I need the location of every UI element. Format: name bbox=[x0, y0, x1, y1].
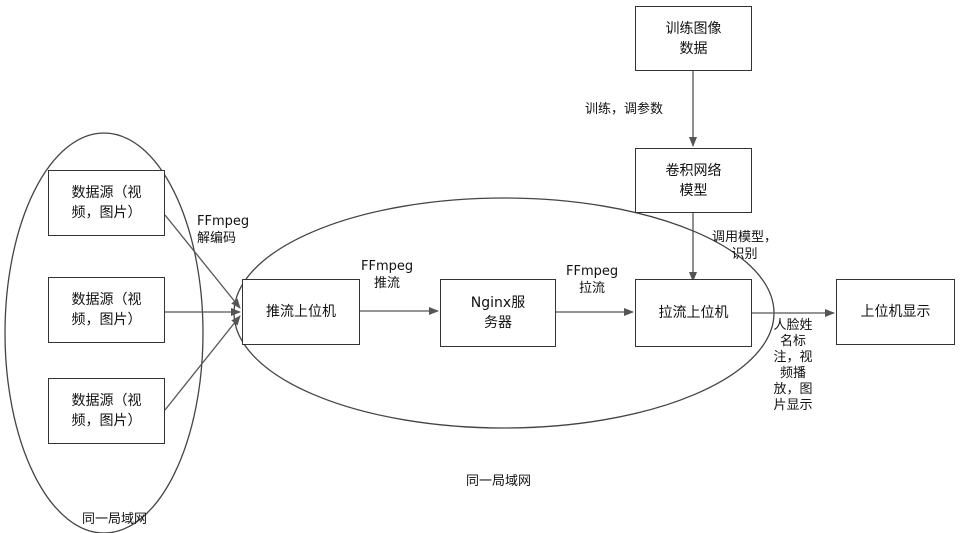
data-source-2-line1: 数据源（视 bbox=[72, 290, 142, 310]
nginx-line2: 务器 bbox=[471, 313, 525, 333]
edge-label-train: 训练，调参数 bbox=[585, 101, 663, 118]
data-source-box-3: 数据源（视频，图片） bbox=[48, 378, 165, 444]
edge-label-decode-line1: FFmpeg bbox=[197, 213, 249, 230]
data-source-1-line2: 频，图片） bbox=[72, 203, 142, 223]
cnn-model-box: 卷积网络模型 bbox=[635, 148, 752, 213]
edge-label-push-line2: 推流 bbox=[361, 275, 413, 292]
nginx-line1: Nginx服 bbox=[471, 293, 525, 313]
display-pc-box: 上位机显示 bbox=[836, 279, 955, 345]
pull-pc-label: 拉流上位机 bbox=[659, 303, 729, 323]
edge-label-output-line3: 注，视 bbox=[770, 350, 816, 366]
training-data-line1: 训练图像 bbox=[666, 19, 722, 39]
edge-label-pull: FFmpeg 拉流 bbox=[566, 263, 618, 297]
edge-label-push: FFmpeg 推流 bbox=[361, 258, 413, 292]
nginx-server-box: Nginx服务器 bbox=[440, 279, 556, 347]
edge-label-output-line1: 人脸姓 bbox=[770, 318, 816, 334]
data-source-3-line1: 数据源（视 bbox=[72, 391, 142, 411]
data-source-2-line2: 频，图片） bbox=[72, 310, 142, 330]
cnn-model-line1: 卷积网络 bbox=[666, 161, 722, 181]
cnn-model-line2: 模型 bbox=[666, 181, 722, 201]
edge-label-invoke-line2: 识别 bbox=[712, 246, 777, 263]
training-data-box: 训练图像数据 bbox=[635, 6, 752, 71]
push-pc-label: 推流上位机 bbox=[266, 302, 336, 322]
lan-center-label: 同一局域网 bbox=[466, 473, 531, 490]
edge-label-pull-line2: 拉流 bbox=[566, 280, 618, 297]
edge-label-invoke-line1: 调用模型， bbox=[712, 229, 777, 246]
data-source-3-line2: 频，图片） bbox=[72, 411, 142, 431]
data-source-box-2: 数据源（视频，图片） bbox=[48, 277, 165, 343]
edge-label-output: 人脸姓 名标 注，视 频播 放，图 片显示 bbox=[770, 318, 816, 414]
edge-label-decode-line2: 解编码 bbox=[197, 230, 249, 247]
data-source-1-line1: 数据源（视 bbox=[72, 183, 142, 203]
data-source-box-1: 数据源（视频，图片） bbox=[48, 170, 165, 236]
edge-label-invoke: 调用模型， 识别 bbox=[712, 229, 777, 263]
edge-label-output-line5: 放，图 bbox=[770, 382, 816, 398]
display-pc-label: 上位机显示 bbox=[861, 302, 931, 322]
pull-pc-box: 拉流上位机 bbox=[635, 279, 752, 347]
push-pc-box: 推流上位机 bbox=[242, 279, 360, 345]
edge-label-output-line2: 名标 bbox=[770, 334, 816, 350]
edge-label-decode: FFmpeg 解编码 bbox=[197, 213, 249, 247]
edge-label-push-line1: FFmpeg bbox=[361, 258, 413, 275]
lan-left-label: 同一局域网 bbox=[82, 511, 147, 528]
edge-label-pull-line1: FFmpeg bbox=[566, 263, 618, 280]
training-data-line2: 数据 bbox=[666, 39, 722, 59]
edge-label-output-line6: 片显示 bbox=[770, 398, 816, 414]
edge-label-output-line4: 频播 bbox=[770, 366, 816, 382]
